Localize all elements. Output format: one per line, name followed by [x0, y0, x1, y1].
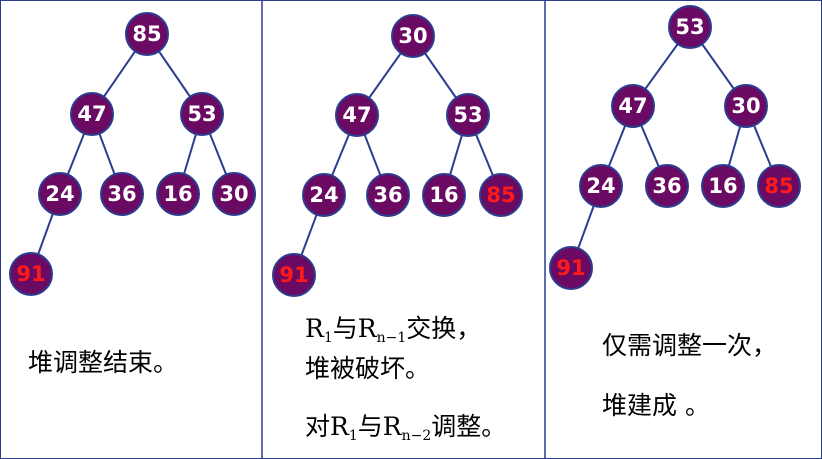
tree-node-label: 16 [429, 183, 458, 207]
trees-group: 85 47 53 24 36 16 30 91 30 47 53 24 36 16 85 91 53 47 30 24… [9, 5, 801, 297]
tree-node: 47 [611, 84, 655, 128]
tree-node: 36 [100, 172, 144, 216]
tree-node-label: 30 [731, 94, 760, 118]
tree-node-label: 24 [309, 183, 338, 207]
tree-node-circle [611, 84, 655, 128]
tree-node-circle [302, 173, 346, 217]
tree-node: 47 [70, 92, 114, 136]
tree-node-circle [212, 172, 256, 216]
tree-node-label: 53 [453, 103, 482, 127]
tree-node-label: 30 [219, 182, 248, 206]
tree-node: 53 [668, 5, 712, 49]
tree-node-circle [422, 173, 466, 217]
tree-node: 30 [724, 84, 768, 128]
tree-node-label: 24 [45, 182, 74, 206]
tree-node-circle [724, 84, 768, 128]
tree-node: 24 [38, 172, 82, 216]
tree-node: 16 [156, 172, 200, 216]
tree-node: 36 [366, 173, 410, 217]
tree-node-label: 85 [486, 183, 515, 207]
tree-node-label: 47 [618, 94, 647, 118]
tree-node: 16 [701, 164, 745, 208]
tree-panel-1: 85 47 53 24 36 16 30 91 [9, 12, 256, 296]
tree-node-label: 24 [586, 174, 615, 198]
panel-3-caption-line1: 仅需调整一次， [602, 331, 778, 360]
tree-node: 47 [335, 93, 379, 137]
tree-node-circle [645, 164, 689, 208]
tree-node-circle [100, 172, 144, 216]
panel-2-caption-line2: 堆被破坏。 [305, 354, 431, 383]
tree-node-circle [701, 164, 745, 208]
tree-node-circle [156, 172, 200, 216]
tree-node-label: 91 [16, 262, 45, 286]
tree-node-label: 36 [652, 174, 681, 198]
tree-node-circle [9, 252, 53, 296]
tree-node: 91 [549, 246, 593, 290]
panel-2-caption-line3: 对R1与Rn−2调整。 [305, 412, 507, 444]
panel-1-caption-line1: 堆调整结束。 [28, 348, 179, 377]
tree-node-circle [180, 92, 224, 136]
tree-node: 53 [446, 93, 490, 137]
tree-node-circle [272, 253, 316, 297]
tree-node: 16 [422, 173, 466, 217]
tree-node: 91 [272, 253, 316, 297]
panel-2-caption-line1: R1与Rn−1交换， [305, 314, 482, 346]
tree-node-circle [366, 173, 410, 217]
tree-node-label: 16 [708, 174, 737, 198]
tree-node-circle [125, 12, 169, 56]
tree-node: 24 [302, 173, 346, 217]
tree-node: 91 [9, 252, 53, 296]
tree-node-label: 30 [398, 24, 427, 48]
tree-node: 85 [757, 164, 801, 208]
tree-panel-3: 53 47 30 24 36 16 85 91 [549, 5, 801, 290]
tree-node-circle [446, 93, 490, 137]
tree-node-circle [335, 93, 379, 137]
tree-node-label: 36 [373, 183, 402, 207]
tree-node: 85 [125, 12, 169, 56]
tree-node: 30 [212, 172, 256, 216]
tree-node: 36 [645, 164, 689, 208]
tree-node-label: 47 [77, 102, 106, 126]
tree-node-circle [479, 173, 523, 217]
tree-node-circle [391, 14, 435, 58]
tree-node-label: 53 [675, 15, 704, 39]
panel-3-caption-line2: 堆建成 。 [602, 391, 710, 420]
tree-node-label: 16 [163, 182, 192, 206]
tree-node-label: 91 [279, 263, 308, 287]
tree-node-label: 36 [107, 182, 136, 206]
tree-node-label: 85 [132, 22, 161, 46]
tree-node-label: 91 [556, 256, 585, 280]
tree-node: 24 [579, 164, 623, 208]
tree-node-label: 85 [764, 174, 793, 198]
panel-1-caption: 堆调整结束。 [28, 350, 178, 375]
tree-node: 85 [479, 173, 523, 217]
tree-node-circle [668, 5, 712, 49]
tree-node: 30 [391, 14, 435, 58]
tree-node: 53 [180, 92, 224, 136]
tree-panel-2: 30 47 53 24 36 16 85 91 [272, 14, 523, 297]
tree-node-circle [70, 92, 114, 136]
tree-node-label: 53 [187, 102, 216, 126]
tree-node-circle [38, 172, 82, 216]
tree-node-circle [579, 164, 623, 208]
tree-node-label: 47 [342, 103, 371, 127]
tree-node-circle [549, 246, 593, 290]
tree-node-circle [757, 164, 801, 208]
